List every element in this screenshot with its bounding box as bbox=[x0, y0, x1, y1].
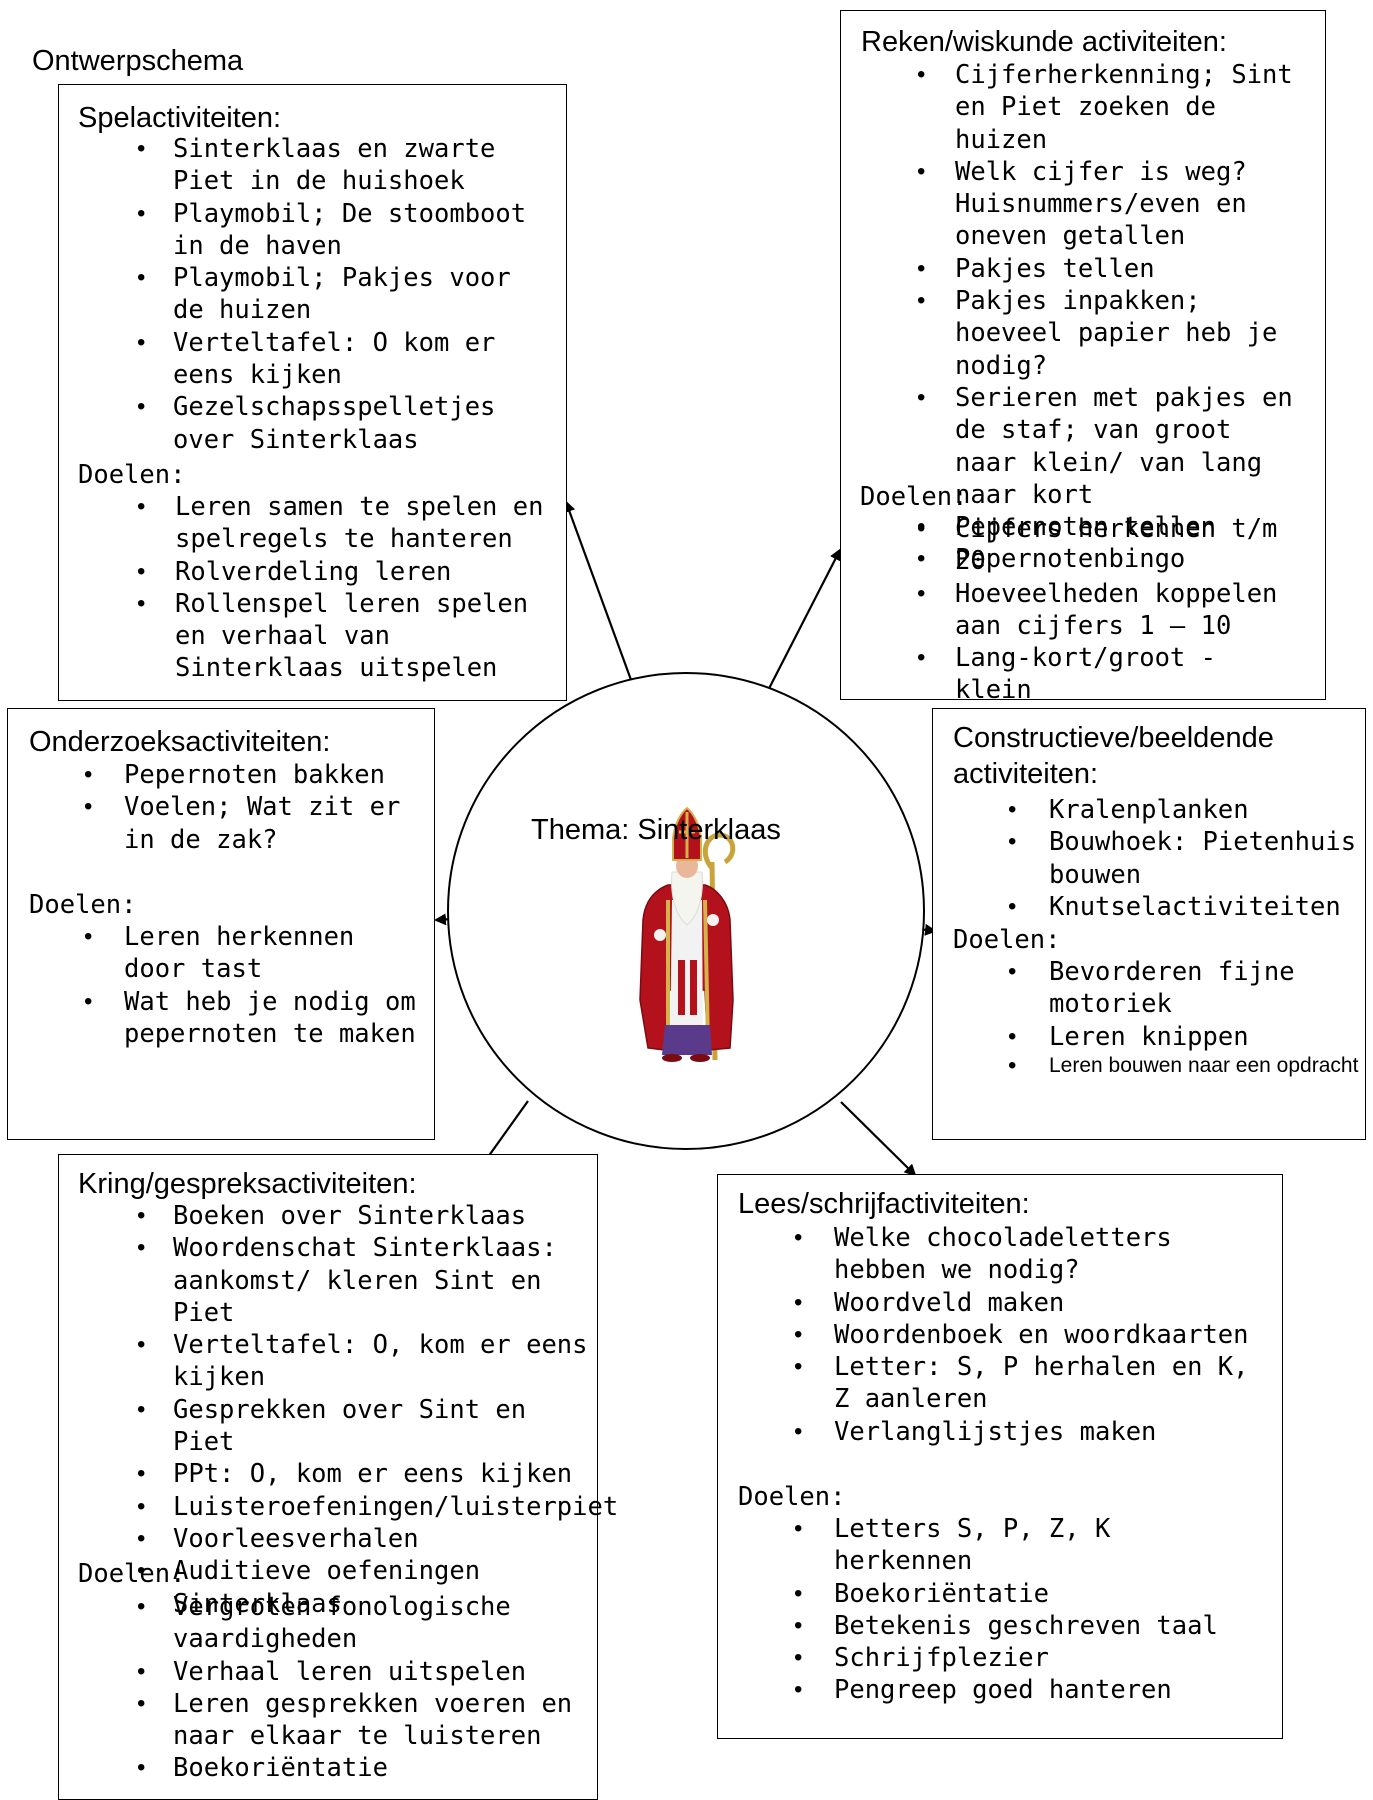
list-item: Gezelschapsspelletjes over Sinterklaas bbox=[137, 391, 553, 456]
list-item: Verlanglijstjes maken bbox=[794, 1416, 1254, 1449]
list-item: Playmobil; De stoomboot in de haven bbox=[137, 198, 553, 263]
list-item: Welke chocoladeletters hebben we nodig? bbox=[794, 1222, 1254, 1287]
lees-box: Lees/schrijfactiviteiten: Welke chocolad… bbox=[717, 1174, 1283, 1739]
lees-items: Welke chocoladeletters hebben we nodig?W… bbox=[794, 1222, 1254, 1449]
spel-items: Sinterklaas en zwarte Piet in de huishoe… bbox=[137, 133, 553, 456]
arrow-to-reken bbox=[757, 548, 841, 711]
list-item: Letter: S, P herhalen en K, Z aanleren bbox=[794, 1351, 1254, 1416]
construct-box: Constructieve/beeldende activiteiten: Kr… bbox=[932, 708, 1366, 1140]
spel-doelen-label: Doelen: bbox=[78, 460, 186, 490]
spel-box: Spelactiviteiten: Sinterklaas en zwarte … bbox=[58, 84, 567, 701]
list-item: Bevorderen fijne motoriek bbox=[1008, 956, 1359, 1021]
lees-doelen-label: Doelen: bbox=[738, 1482, 846, 1512]
center-title: Thema: Sinterklaas bbox=[531, 814, 781, 846]
list-item: Pakjes inpakken; hoeveel papier heb je n… bbox=[917, 285, 1305, 382]
list-item: Lang-kort/groot - klein bbox=[917, 642, 1305, 707]
spel-title: Spelactiviteiten: bbox=[78, 102, 282, 134]
reken-title: Reken/wiskunde activiteiten: bbox=[861, 26, 1227, 58]
construct-doelen: Bevorderen fijne motoriekLeren knippenLe… bbox=[1008, 956, 1359, 1079]
list-item: Playmobil; Pakjes voor de huizen bbox=[137, 262, 553, 327]
reken-items: Cijferherkenning; Sint en Piet zoeken de… bbox=[917, 59, 1305, 576]
list-item: Boekoriëntatie bbox=[794, 1578, 1254, 1611]
list-item: Vergroten fonologische vaardigheden bbox=[137, 1591, 593, 1656]
kring-items: Boeken over SinterklaasWoordenschat Sint… bbox=[137, 1200, 618, 1620]
onderzoek-title: Onderzoeksactiviteiten: bbox=[29, 726, 331, 758]
list-item: Cijferherkenning; Sint en Piet zoeken de… bbox=[917, 59, 1305, 156]
list-item: Leren bouwen naar een opdracht bbox=[1008, 1053, 1359, 1079]
list-item: Leren herkennen door tast bbox=[84, 921, 424, 986]
construct-title-line1: Constructieve/beeldende bbox=[953, 722, 1274, 754]
lees-doelen: Letters S, P, Z, K herkennenBoekoriëntat… bbox=[794, 1513, 1254, 1707]
construct-doelen-label: Doelen: bbox=[953, 925, 1061, 955]
construct-title-line2: activiteiten: bbox=[953, 758, 1099, 790]
list-item: Woordenschat Sinterklaas: aankomst/ kler… bbox=[137, 1232, 593, 1329]
construct-items: KralenplankenBouwhoek: Pietenhuis bouwen… bbox=[1008, 794, 1359, 924]
list-item: Kralenplanken bbox=[1008, 794, 1359, 827]
reken-box: Reken/wiskunde activiteiten: Cijferherke… bbox=[840, 10, 1326, 705]
list-item: Verhaal leren uitspelen bbox=[137, 1656, 593, 1689]
list-item: Pepernoten bakken bbox=[84, 759, 424, 792]
list-item: Woordenboek en woordkaarten bbox=[794, 1319, 1254, 1352]
spel-doelen: Leren samen te spelen en spelregels te h… bbox=[137, 491, 555, 685]
kring-doelen-label: Doelen: bbox=[78, 1559, 186, 1589]
reken-doelen-label: Doelen: bbox=[860, 482, 968, 512]
list-item: Boeken over Sinterklaas bbox=[137, 1200, 593, 1233]
list-item: Rolverdeling leren bbox=[137, 556, 555, 589]
kring-title: Kring/gespreksactiviteiten: bbox=[78, 1168, 417, 1200]
sinterklaas-figure bbox=[639, 806, 736, 1062]
list-item: Hoeveelheden koppelen aan cijfers 1 – 10 bbox=[917, 578, 1305, 643]
list-item: Boekoriëntatie bbox=[137, 1752, 593, 1785]
list-item: Bouwhoek: Pietenhuis bouwen bbox=[1008, 826, 1359, 891]
list-item: PPt: O, kom er eens kijken bbox=[137, 1458, 593, 1491]
list-item: Welk cijfer is weg? Huisnummers/even en … bbox=[917, 156, 1305, 253]
list-item: Verteltafel: O, kom er eens kijken bbox=[137, 1329, 593, 1394]
list-item: Pengreep goed hanteren bbox=[794, 1674, 1254, 1707]
arrow-to-lees bbox=[840, 1101, 917, 1177]
list-item: Verteltafel: O kom er eens kijken bbox=[137, 327, 553, 392]
list-item: Woordveld maken bbox=[794, 1287, 1254, 1320]
page-title: Ontwerpschema bbox=[32, 45, 244, 77]
list-item: Pakjes tellen bbox=[917, 253, 1305, 286]
onderzoek-items: Pepernoten bakkenVoelen; Wat zit er in d… bbox=[84, 759, 424, 856]
onderzoek-doelen-label: Doelen: bbox=[29, 890, 137, 920]
onderzoek-doelen: Leren herkennen door tastWat heb je nodi… bbox=[84, 921, 424, 1051]
onderzoek-box: Onderzoeksactiviteiten: Pepernoten bakke… bbox=[7, 708, 435, 1140]
list-item: Cijfers herkennen t/m 20 bbox=[917, 513, 1305, 578]
list-item: Gesprekken over Sint en Piet bbox=[137, 1394, 593, 1459]
lees-title: Lees/schrijfactiviteiten: bbox=[738, 1188, 1030, 1220]
list-item: Voorleesverhalen bbox=[137, 1523, 593, 1556]
list-item: Schrijfplezier bbox=[794, 1642, 1254, 1675]
kring-box: Kring/gespreksactiviteiten: Boeken over … bbox=[58, 1154, 618, 1800]
list-item: Sinterklaas en zwarte Piet in de huishoe… bbox=[137, 133, 553, 198]
arrow-to-spel bbox=[563, 500, 640, 700]
list-item: Leren gesprekken voeren en naar elkaar t… bbox=[137, 1688, 593, 1753]
list-item: Knutselactiviteiten bbox=[1008, 891, 1359, 924]
list-item: Voelen; Wat zit er in de zak? bbox=[84, 791, 424, 856]
list-item: Rollenspel leren spelen en verhaal van S… bbox=[137, 588, 555, 685]
list-item: Betekenis geschreven taal bbox=[794, 1610, 1254, 1643]
reken-doelen: Cijfers herkennen t/m 20Hoeveelheden kop… bbox=[917, 513, 1305, 707]
list-item: Serieren met pakjes en de staf; van groo… bbox=[917, 382, 1305, 511]
list-item: Leren knippen bbox=[1008, 1021, 1359, 1054]
list-item: Leren samen te spelen en spelregels te h… bbox=[137, 491, 555, 556]
list-item: Luisteroefeningen/luisterpiet bbox=[137, 1491, 618, 1524]
kring-doelen: Vergroten fonologische vaardighedenVerha… bbox=[137, 1591, 593, 1785]
list-item: Letters S, P, Z, K herkennen bbox=[794, 1513, 1254, 1578]
list-item: Wat heb je nodig om pepernoten te maken bbox=[84, 986, 424, 1051]
